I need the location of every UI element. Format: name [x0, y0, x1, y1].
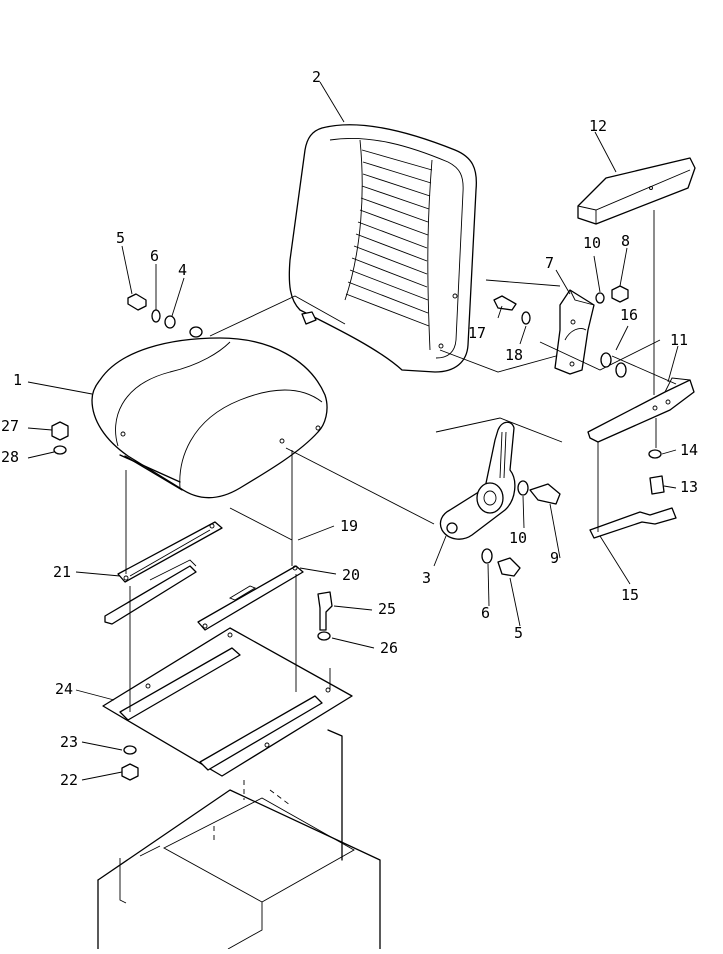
- callout-23: 23: [60, 733, 78, 751]
- callout-7: 7: [545, 254, 554, 272]
- callout-10-upper: 10: [583, 234, 601, 252]
- callout-5: 5: [116, 229, 125, 247]
- callout-16: 16: [620, 306, 638, 324]
- callout-labels: 2 12 5 6 4 10 8 7 16 11 17 18 1 27 28 14…: [1, 68, 698, 789]
- callout-24: 24: [55, 680, 73, 698]
- hardware: [51, 285, 665, 781]
- callout-11: 11: [670, 331, 688, 349]
- callout-6: 6: [150, 247, 159, 265]
- callout-13: 13: [680, 478, 698, 496]
- callout-14: 14: [680, 441, 698, 459]
- callout-18: 18: [505, 346, 523, 364]
- callout-1: 1: [13, 371, 22, 389]
- callout-2: 2: [312, 68, 321, 86]
- seat-base-frame: [97, 729, 381, 950]
- callout-4: 4: [178, 261, 187, 279]
- rod: [589, 507, 677, 539]
- slide-rail-right: [197, 565, 304, 631]
- seat-back: [288, 124, 478, 373]
- callout-20: 20: [342, 566, 360, 584]
- callout-3: 3: [422, 569, 431, 587]
- arm-bracket: [587, 377, 695, 443]
- back-bracket: [554, 289, 595, 375]
- slide-rail-left: [104, 521, 223, 625]
- callout-12: 12: [589, 117, 607, 135]
- callout-17: 17: [468, 324, 486, 342]
- callout-25: 25: [378, 600, 396, 618]
- callout-19: 19: [340, 517, 358, 535]
- callout-8: 8: [621, 232, 630, 250]
- callout-28: 28: [1, 448, 19, 466]
- assembly-lines: [125, 210, 677, 712]
- callout-22: 22: [60, 771, 78, 789]
- callout-10-lower: 10: [509, 529, 527, 547]
- callout-15: 15: [621, 586, 639, 604]
- callout-27: 27: [1, 417, 19, 435]
- callout-5-lower: 5: [514, 624, 523, 642]
- callout-9: 9: [550, 549, 559, 567]
- armrest: [577, 157, 696, 225]
- leader-lines: [27, 81, 679, 781]
- callout-6-lower: 6: [481, 604, 490, 622]
- callout-26: 26: [380, 639, 398, 657]
- seat-cushion: [91, 337, 328, 499]
- seat-mounting-plate: [102, 627, 353, 777]
- callout-21: 21: [53, 563, 71, 581]
- recline-lever: [439, 421, 516, 540]
